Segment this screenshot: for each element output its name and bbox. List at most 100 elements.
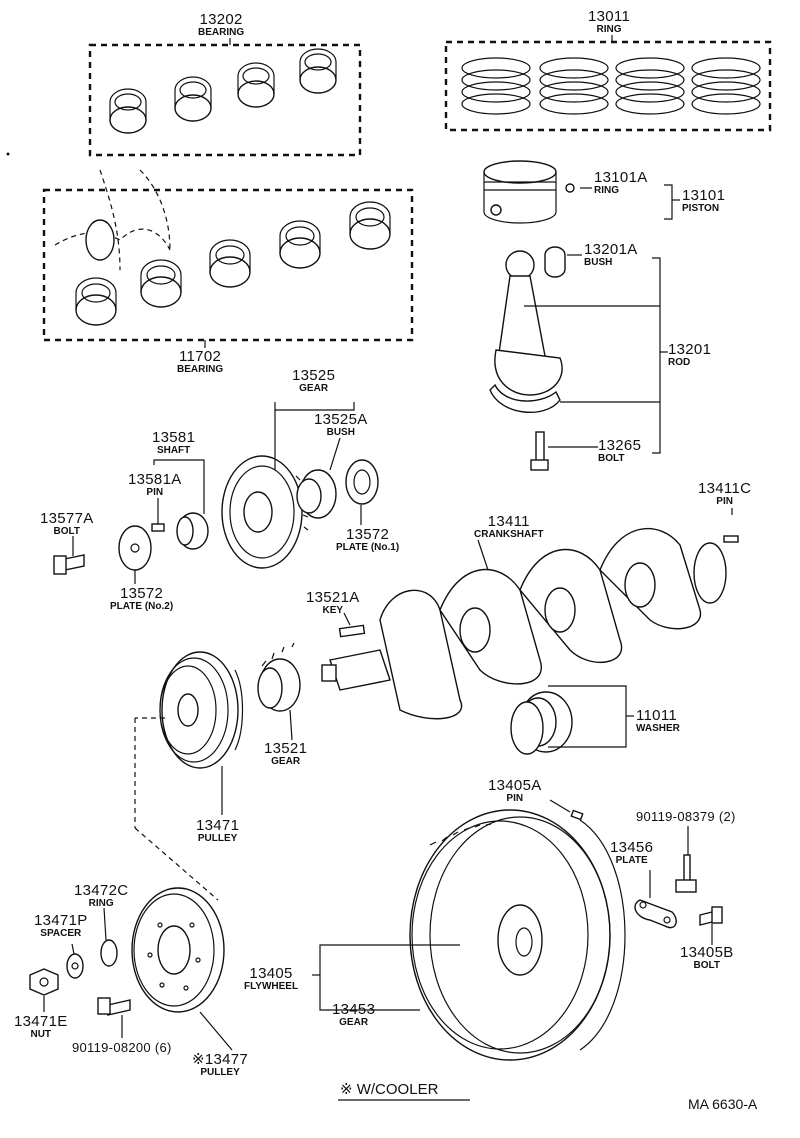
- part-number: 13101: [682, 187, 726, 204]
- part-number: 13472C: [74, 882, 129, 899]
- crank-pulley-drawing: [159, 651, 244, 769]
- part-number: ※13477: [192, 1051, 249, 1068]
- ring-13011-box: [444, 40, 772, 132]
- connecting-rod-drawing: [489, 246, 566, 471]
- cooler-pulley-drawing: [29, 887, 225, 1016]
- part-name: PULLEY: [197, 833, 238, 844]
- crankshaft-drawing: [321, 527, 727, 720]
- part-number: 13405: [249, 965, 293, 982]
- part-number: 13581A: [128, 471, 182, 488]
- part-number: 13265: [598, 437, 642, 454]
- part-name: ROD: [668, 357, 691, 368]
- part-name: GEAR: [299, 383, 329, 394]
- part-number: 11011: [636, 707, 677, 724]
- part-number: 13411: [487, 513, 530, 530]
- part-number: 13201: [668, 341, 712, 358]
- part-number: 13453: [332, 1001, 376, 1018]
- part-name: SHAFT: [156, 445, 191, 456]
- diagram-code: MA 6630-A: [688, 1096, 758, 1112]
- part-number: 11702: [179, 348, 222, 365]
- part-name: PIN: [146, 487, 164, 498]
- flywheel-drawing: [409, 809, 626, 1061]
- part-number: 13411C: [698, 480, 752, 497]
- crankshaft-sketch: [54, 169, 171, 271]
- label-90119-08379: 90119-08379 (2): [636, 810, 736, 823]
- thrust-washer-drawing: [510, 691, 573, 755]
- part-number: 13101A: [594, 169, 648, 186]
- part-number: 13581: [152, 429, 196, 446]
- part-name: RING: [88, 898, 114, 909]
- part-name: BEARING: [177, 364, 224, 375]
- part-name: PLATE (No.2): [110, 601, 174, 612]
- part-number: 13572: [119, 585, 164, 602]
- part-number: 13525: [292, 367, 336, 384]
- part-name: PULLEY: [200, 1067, 240, 1078]
- part-number: 13011: [588, 8, 631, 25]
- piston-drawing: [483, 160, 575, 224]
- bearing-11702-box: [42, 188, 414, 342]
- part-number: 13456: [610, 839, 654, 856]
- part-number: 13572: [345, 526, 390, 543]
- flywheel-plate-bolts-drawing: [634, 854, 723, 929]
- part-number: 13471: [196, 817, 240, 834]
- part-name: BUSH: [326, 427, 355, 438]
- part-name: FLYWHEEL: [244, 981, 299, 992]
- part-name: KEY: [322, 605, 344, 616]
- cooler-note: ※ W/COOLER: [340, 1081, 439, 1098]
- part-name: CRANKSHAFT: [474, 529, 544, 540]
- bearing-13202-box: [88, 43, 362, 157]
- piston-ring-sets: [461, 57, 761, 115]
- part-number: 13525A: [314, 411, 368, 428]
- part-number: 13201A: [584, 241, 638, 258]
- part-number: 13471P: [34, 912, 88, 929]
- part-name: SPACER: [40, 928, 82, 939]
- bearing-shell-upper-parts: [109, 48, 337, 134]
- label-90119-08200: 90119-08200 (6): [72, 1041, 172, 1054]
- part-name: RING: [594, 185, 619, 196]
- crank-gear-drawing: [257, 642, 301, 712]
- part-name: PLATE (No.1): [336, 542, 400, 553]
- part-number: 13202: [199, 11, 243, 28]
- part-name: NUT: [30, 1029, 52, 1040]
- part-name: BEARING: [198, 27, 245, 38]
- part-number: 90119-08200 (6): [72, 1040, 172, 1055]
- part-number: 90119-08379 (2): [636, 809, 736, 824]
- part-number: 13405A: [488, 777, 542, 794]
- part-name: BOLT: [598, 453, 625, 464]
- part-number: 13405B: [680, 944, 734, 961]
- part-name: WASHER: [636, 723, 680, 734]
- part-name: GEAR: [271, 756, 301, 767]
- part-name: BOLT: [53, 526, 80, 537]
- part-number: 13521: [264, 740, 308, 757]
